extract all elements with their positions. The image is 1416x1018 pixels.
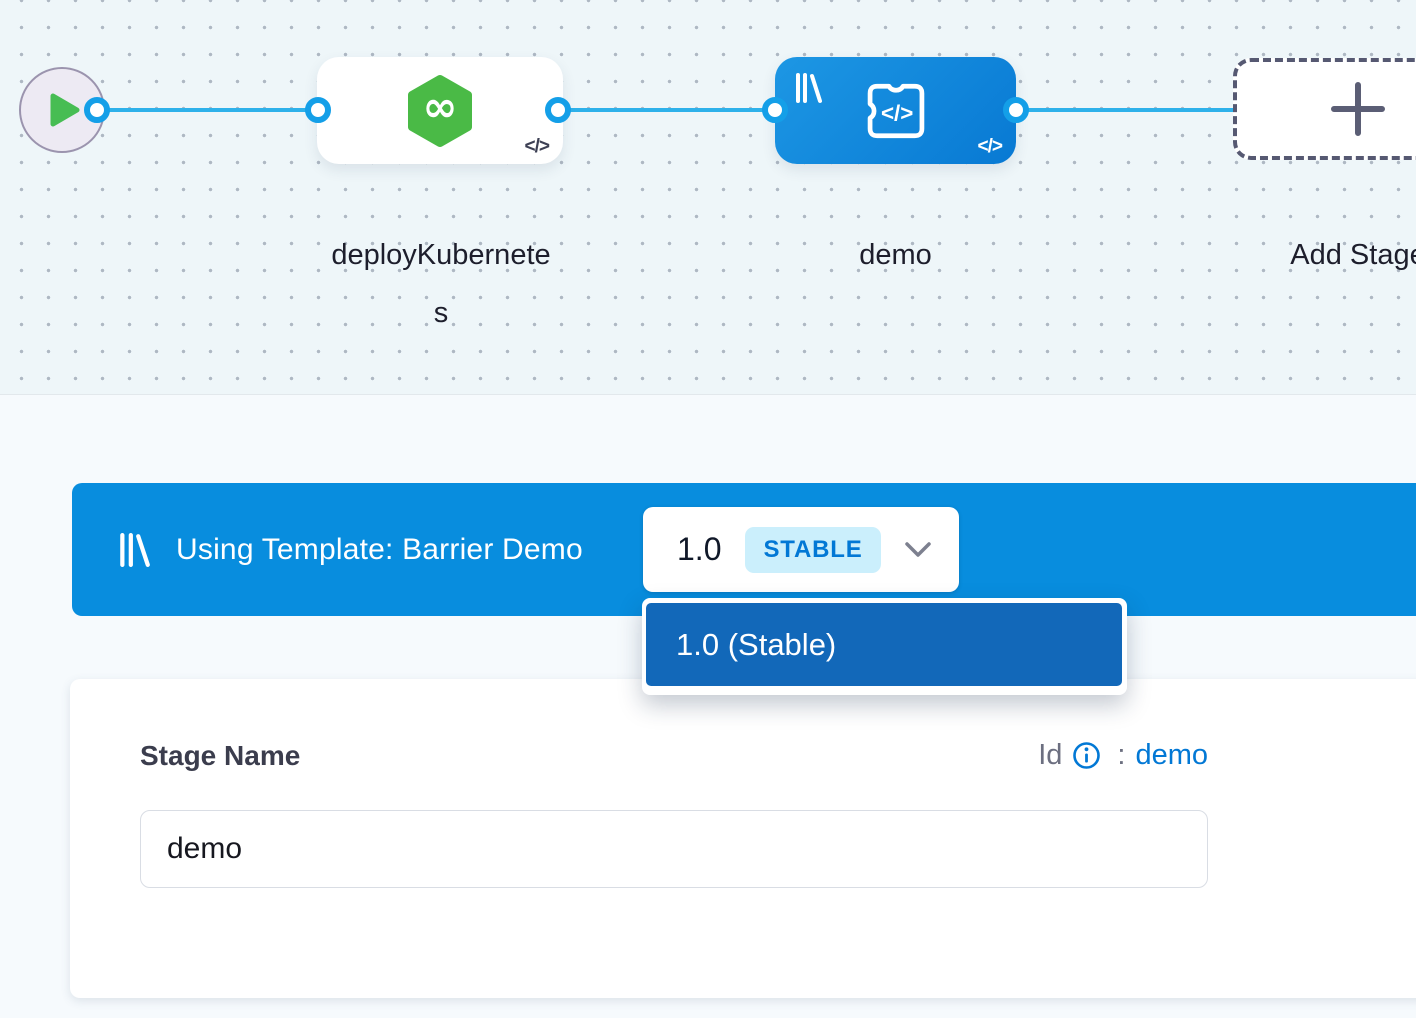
connector-port[interactable] <box>545 97 571 123</box>
stage-node-demo[interactable]: </> </> <box>775 57 1016 164</box>
chevron-down-icon <box>905 541 931 557</box>
template-library-icon <box>796 73 822 103</box>
pipeline-edge <box>556 108 777 112</box>
custom-stage-puzzle-code-icon: </> <box>867 83 924 138</box>
code-icon[interactable]: </> <box>524 136 551 157</box>
connector-port[interactable] <box>84 97 110 123</box>
plus-icon <box>1331 82 1385 136</box>
id-separator: : <box>1117 739 1126 771</box>
pipeline-edge <box>97 108 320 112</box>
stage-label-demo[interactable]: demo <box>859 239 932 271</box>
pipeline-edge <box>1014 108 1237 112</box>
svg-text:∞: ∞ <box>423 82 458 131</box>
version-dropdown-item[interactable]: 1.0 (Stable) <box>646 603 1122 686</box>
svg-text:</>: </> <box>880 100 912 125</box>
template-version-select[interactable]: 1.0 STABLE <box>643 507 959 592</box>
template-library-icon <box>120 532 150 567</box>
stage-id-value[interactable]: demo <box>1135 739 1208 771</box>
code-icon[interactable]: </> <box>977 136 1004 157</box>
using-template-banner: Using Template: Barrier Demo 1.0 STABLE <box>72 483 1416 616</box>
stage-node-deploykubernetes[interactable]: ∞ </> <box>317 57 563 164</box>
stage-overview-card: Stage Name Id : demo <box>70 679 1416 998</box>
add-stage-button[interactable] <box>1233 58 1416 160</box>
add-stage-label[interactable]: Add Stage <box>1290 239 1416 271</box>
cd-hexagon-infinity-icon: ∞ <box>408 74 472 147</box>
stage-label-deploykubernetes[interactable]: deployKubernetes <box>331 239 551 329</box>
connector-port[interactable] <box>762 97 788 123</box>
banner-text: Using Template: Barrier Demo <box>176 532 583 566</box>
id-label: Id <box>1038 739 1063 771</box>
play-icon <box>50 93 80 127</box>
info-icon[interactable] <box>1072 741 1101 770</box>
stable-badge: STABLE <box>745 526 881 573</box>
stage-name-label: Stage Name <box>140 739 301 771</box>
version-number: 1.0 <box>677 531 722 567</box>
connector-port[interactable] <box>1003 97 1029 123</box>
stage-name-input[interactable] <box>140 810 1208 888</box>
connector-port[interactable] <box>305 97 331 123</box>
version-dropdown-menu: 1.0 (Stable) <box>642 598 1127 695</box>
pipeline-canvas[interactable]: ∞ </> </> </> deployKubernetes demo Add … <box>0 0 1416 395</box>
